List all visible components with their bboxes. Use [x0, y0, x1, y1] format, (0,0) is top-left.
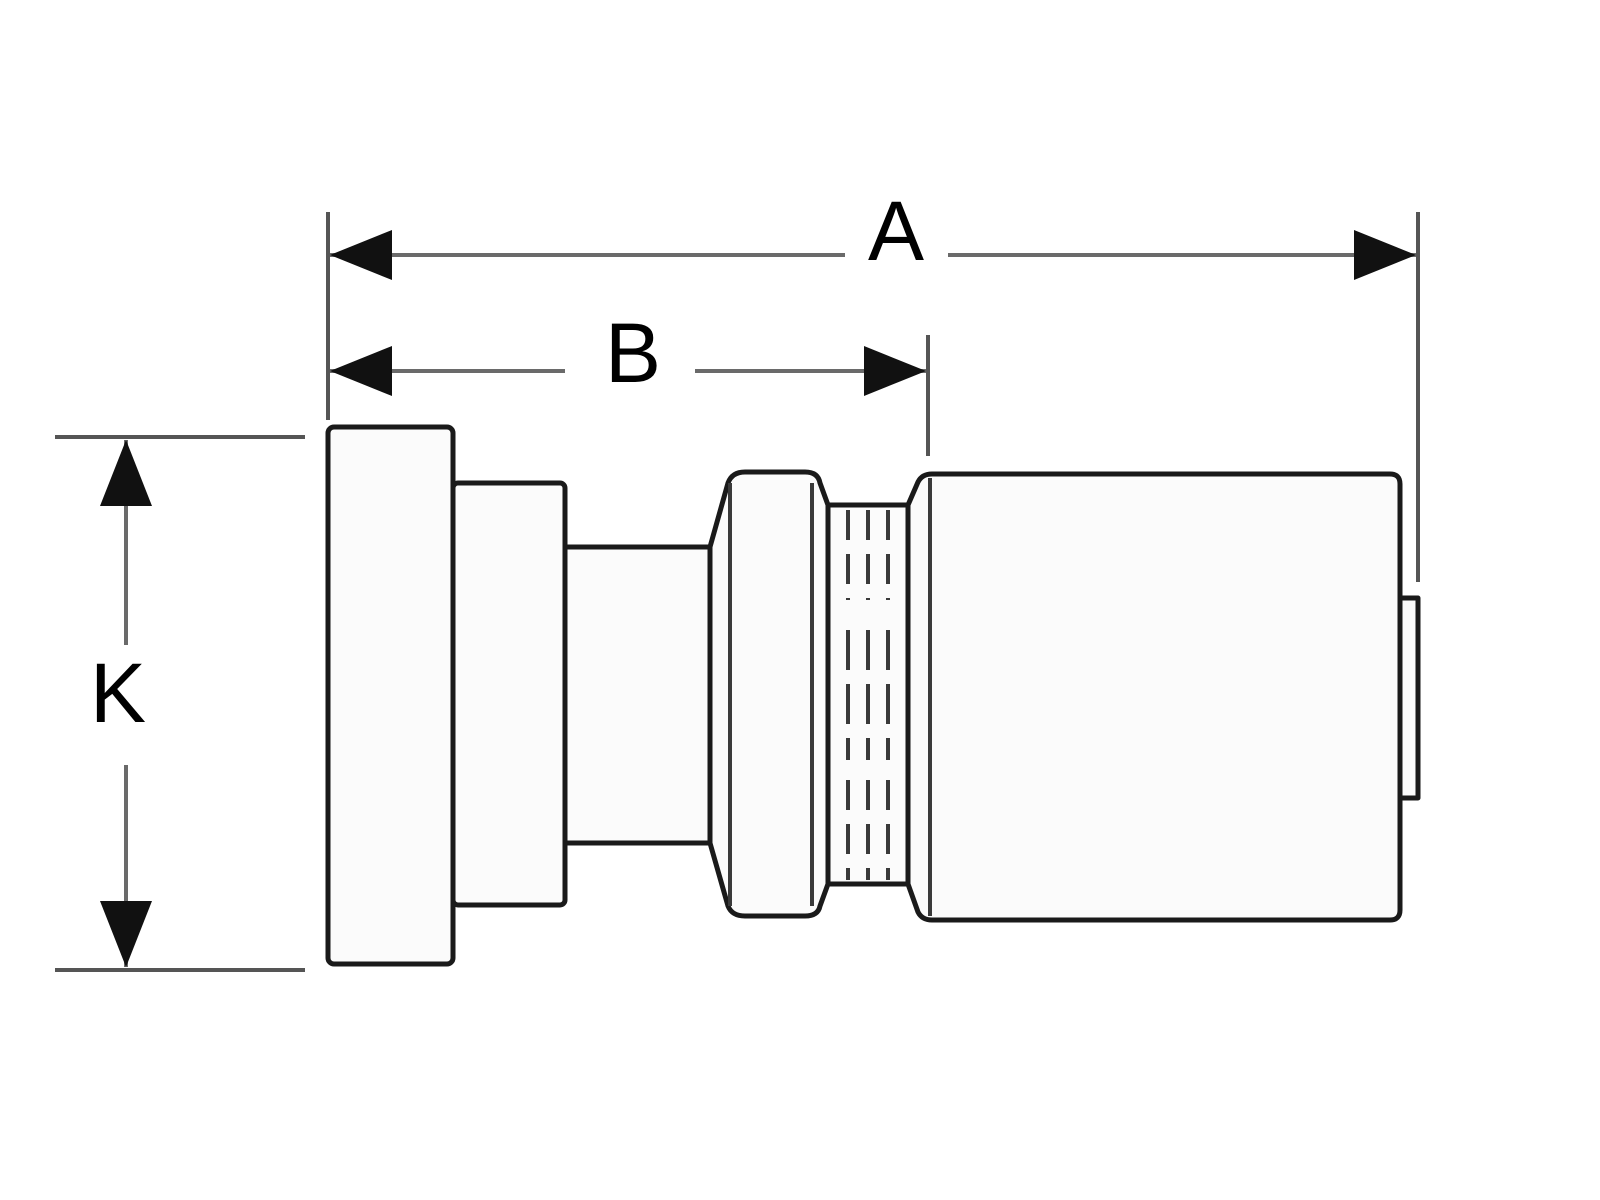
dimension-b: B [330, 306, 926, 400]
dimension-b-arrow-right [864, 346, 926, 396]
flange-shoulder [450, 480, 568, 908]
dimension-a-arrow-left [330, 230, 392, 280]
dimension-k-arrow-bottom [100, 901, 152, 967]
ferrule-socket [905, 471, 1403, 923]
dimension-a-label: A [868, 184, 924, 278]
dimension-a-arrow-right [1354, 230, 1416, 280]
dimension-b-arrow-left [330, 346, 392, 396]
extension-lines [55, 212, 1420, 972]
dimension-k-label: K [90, 646, 146, 740]
dimension-k: K [90, 440, 152, 967]
dimension-b-label: B [605, 306, 661, 400]
fitting-neck [562, 544, 713, 846]
fitting-body [325, 424, 1421, 967]
crimp-grooves [846, 510, 890, 880]
flange-head [325, 424, 456, 967]
dimension-a: A [330, 184, 1416, 280]
hose-stub [1397, 595, 1421, 801]
dimension-k-arrow-top [100, 440, 152, 506]
